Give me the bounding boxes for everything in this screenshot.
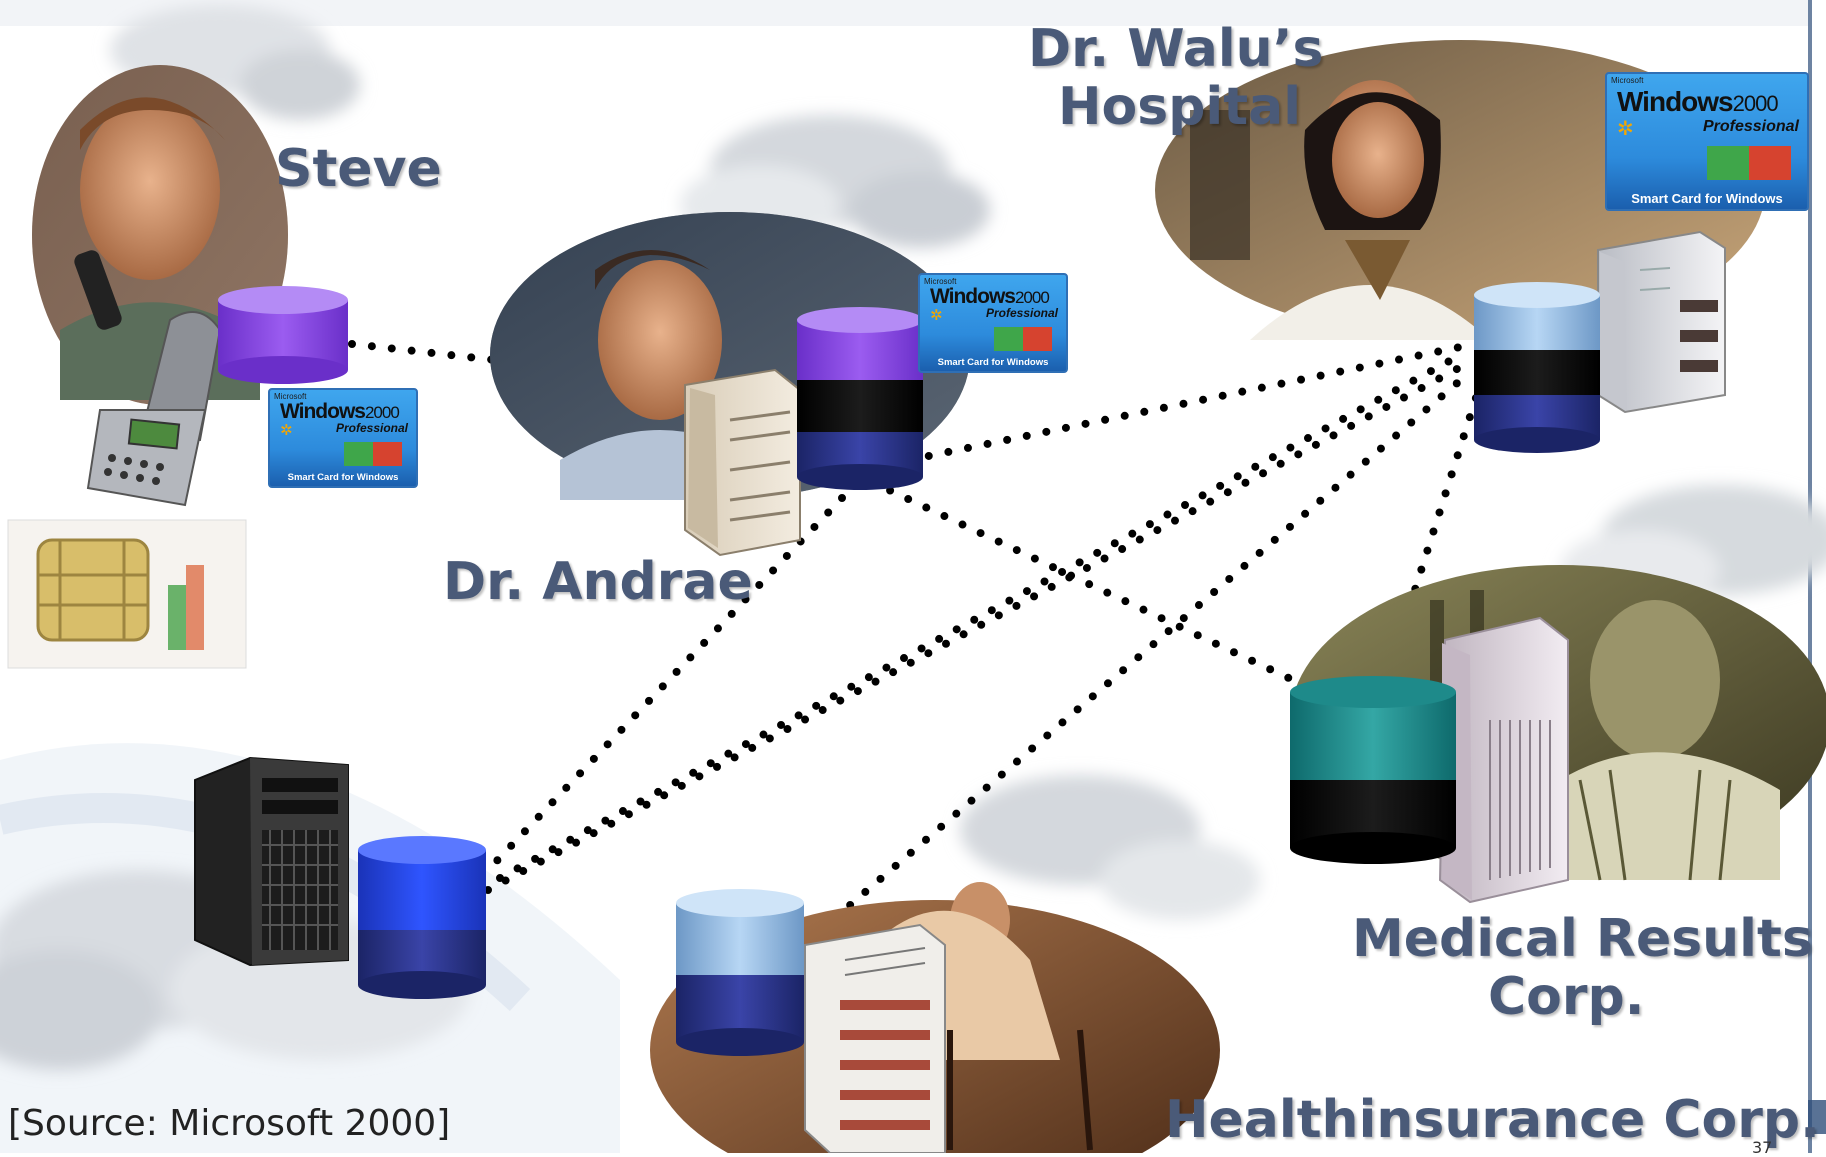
server-database-icon (358, 836, 486, 999)
walu-database-icon (1474, 282, 1600, 453)
steve-database-icon (218, 286, 348, 384)
connection-server-walu-1 (484, 358, 1474, 894)
insurance-server-rack-icon (804, 923, 946, 1154)
medical-database-icon (1290, 676, 1456, 864)
label-dr-andrae: Dr. Andrae (443, 552, 753, 612)
smart-card-badge-andrae: Microsoft Windows2000 ✲ Professional Sma… (918, 273, 1068, 373)
tagline-text: Smart Card for Windows (287, 472, 399, 483)
card-stripe (1707, 146, 1791, 180)
brand-text: Microsoft (924, 277, 957, 286)
windows-logo-icon: ✲ (280, 421, 293, 439)
connection-andrae-medical (868, 478, 1314, 692)
andrae-server-tower-icon (684, 368, 801, 557)
windows-logo-icon: ✲ (930, 306, 943, 324)
insurance-database-icon (676, 889, 804, 1056)
connection-server-walu-2 (496, 348, 1470, 882)
smart-card-badge-walu: Microsoft Windows2000 ✲ Professional Sma… (1605, 72, 1809, 211)
connection-andrae-walu (866, 341, 1474, 472)
label-steve: Steve (275, 139, 442, 199)
label-walu-line1: Dr. Walu’s (1028, 19, 1324, 79)
tagline-text: Smart Card for Windows (1631, 191, 1783, 206)
medical-server-tower-icon (1438, 616, 1569, 904)
connection-insurance-walu (831, 368, 1474, 922)
label-medical-line2: Corp. (1488, 967, 1645, 1027)
label-healthinsurance: Healthinsurance Corp. (1165, 1090, 1820, 1150)
walu-server-tower-icon (1597, 230, 1726, 414)
slide-edge (1808, 0, 1812, 1153)
edition-text: Professional (985, 306, 1058, 320)
card-stripe (344, 442, 402, 466)
source-citation: [Source: Microsoft 2000] (8, 1103, 451, 1144)
label-medical-line1: Medical Results (1352, 909, 1813, 969)
server-tower-icon (194, 756, 349, 967)
product-text: Windows2000 (1617, 86, 1779, 117)
product-text: Windows2000 (280, 400, 400, 423)
brand-text: Microsoft (274, 392, 307, 401)
edition-text: Professional (1702, 118, 1799, 135)
windows-logo-icon: ✲ (1617, 116, 1634, 140)
label-walu-line2: Hospital (1058, 77, 1302, 137)
edition-text: Professional (335, 421, 408, 435)
tagline-text: Smart Card for Windows (937, 357, 1049, 368)
smart-card-badge-steve: Microsoft Windows2000 ✲ Professional Sma… (268, 388, 418, 488)
cloud-icon (960, 775, 1260, 920)
brand-text: Microsoft (1611, 76, 1644, 85)
medical-photo (1290, 565, 1826, 881)
sim-card-icon (7, 519, 247, 669)
page-number: 37 (1752, 1138, 1773, 1157)
card-stripe (994, 327, 1052, 351)
mobile-phone-icon (86, 311, 222, 507)
connection-medical-walu (1381, 381, 1484, 688)
andrae-database-icon (797, 307, 923, 490)
product-text: Windows2000 (930, 285, 1050, 308)
